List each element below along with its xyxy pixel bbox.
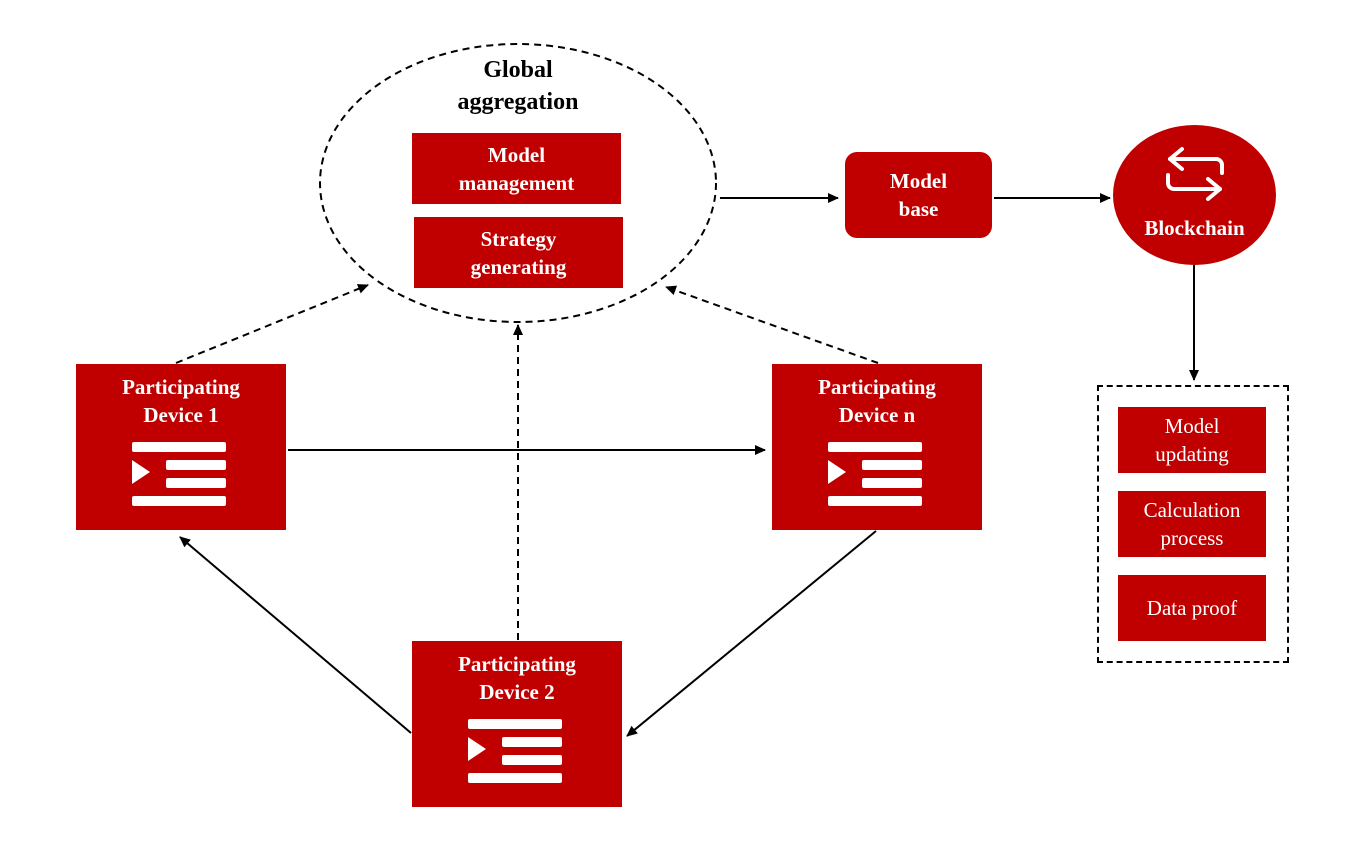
dashed-arrow-device1-to-aggregation xyxy=(175,284,369,364)
device-2-line2: Device 2 xyxy=(479,680,555,704)
device-1-line1: Participating xyxy=(122,375,240,399)
list-play-icon xyxy=(132,442,226,506)
strategy-generating-line1: Strategy xyxy=(480,226,557,251)
device-1-line2: Device 1 xyxy=(143,403,219,427)
calculation-process-line1: Calculation xyxy=(1143,498,1241,522)
dashed-arrow-devicen-to-aggregation xyxy=(665,285,879,364)
device-2-line1: Participating xyxy=(458,652,576,676)
refresh-arrows-icon xyxy=(1166,147,1224,201)
global-aggregation-ellipse xyxy=(319,43,717,323)
global-aggregation-title: Global aggregation xyxy=(418,54,618,118)
global-aggregation-title-line1: Global xyxy=(483,57,553,83)
model-management-box: Model management xyxy=(412,133,621,204)
device-n-line2: Device n xyxy=(838,403,916,427)
model-updating-line1: Model xyxy=(1164,414,1220,438)
device-n-line1: Participating xyxy=(818,375,936,399)
model-management-line2: management xyxy=(458,170,575,195)
arrow-device2-to-device1 xyxy=(179,536,412,734)
global-aggregation-title-line2: aggregation xyxy=(457,89,579,115)
blockchain-label: Blockchain xyxy=(1144,216,1245,240)
arrow-devicen-to-device2 xyxy=(626,530,877,737)
data-proof-box: Data proof xyxy=(1118,575,1266,641)
model-management-line1: Model xyxy=(487,142,546,167)
participating-device-2: Participating Device 2 xyxy=(412,641,622,807)
strategy-generating-line2: generating xyxy=(470,254,567,279)
blockchain-functions-container xyxy=(1097,385,1289,663)
model-base-line2: base xyxy=(898,197,939,221)
data-proof-label: Data proof xyxy=(1146,596,1238,620)
calculation-process-box: Calculation process xyxy=(1118,491,1266,557)
list-play-icon xyxy=(468,719,562,783)
model-base-line1: Model xyxy=(889,169,948,193)
participating-device-1: Participating Device 1 xyxy=(76,364,286,530)
model-updating-box: Model updating xyxy=(1118,407,1266,473)
strategy-generating-box: Strategy generating xyxy=(414,217,623,288)
model-base-box: Model base xyxy=(845,152,992,238)
model-updating-line2: updating xyxy=(1155,442,1229,466)
participating-device-n: Participating Device n xyxy=(772,364,982,530)
blockchain-node: Blockchain xyxy=(1113,125,1276,265)
list-play-icon xyxy=(828,442,922,506)
calculation-process-line2: process xyxy=(1160,526,1224,550)
